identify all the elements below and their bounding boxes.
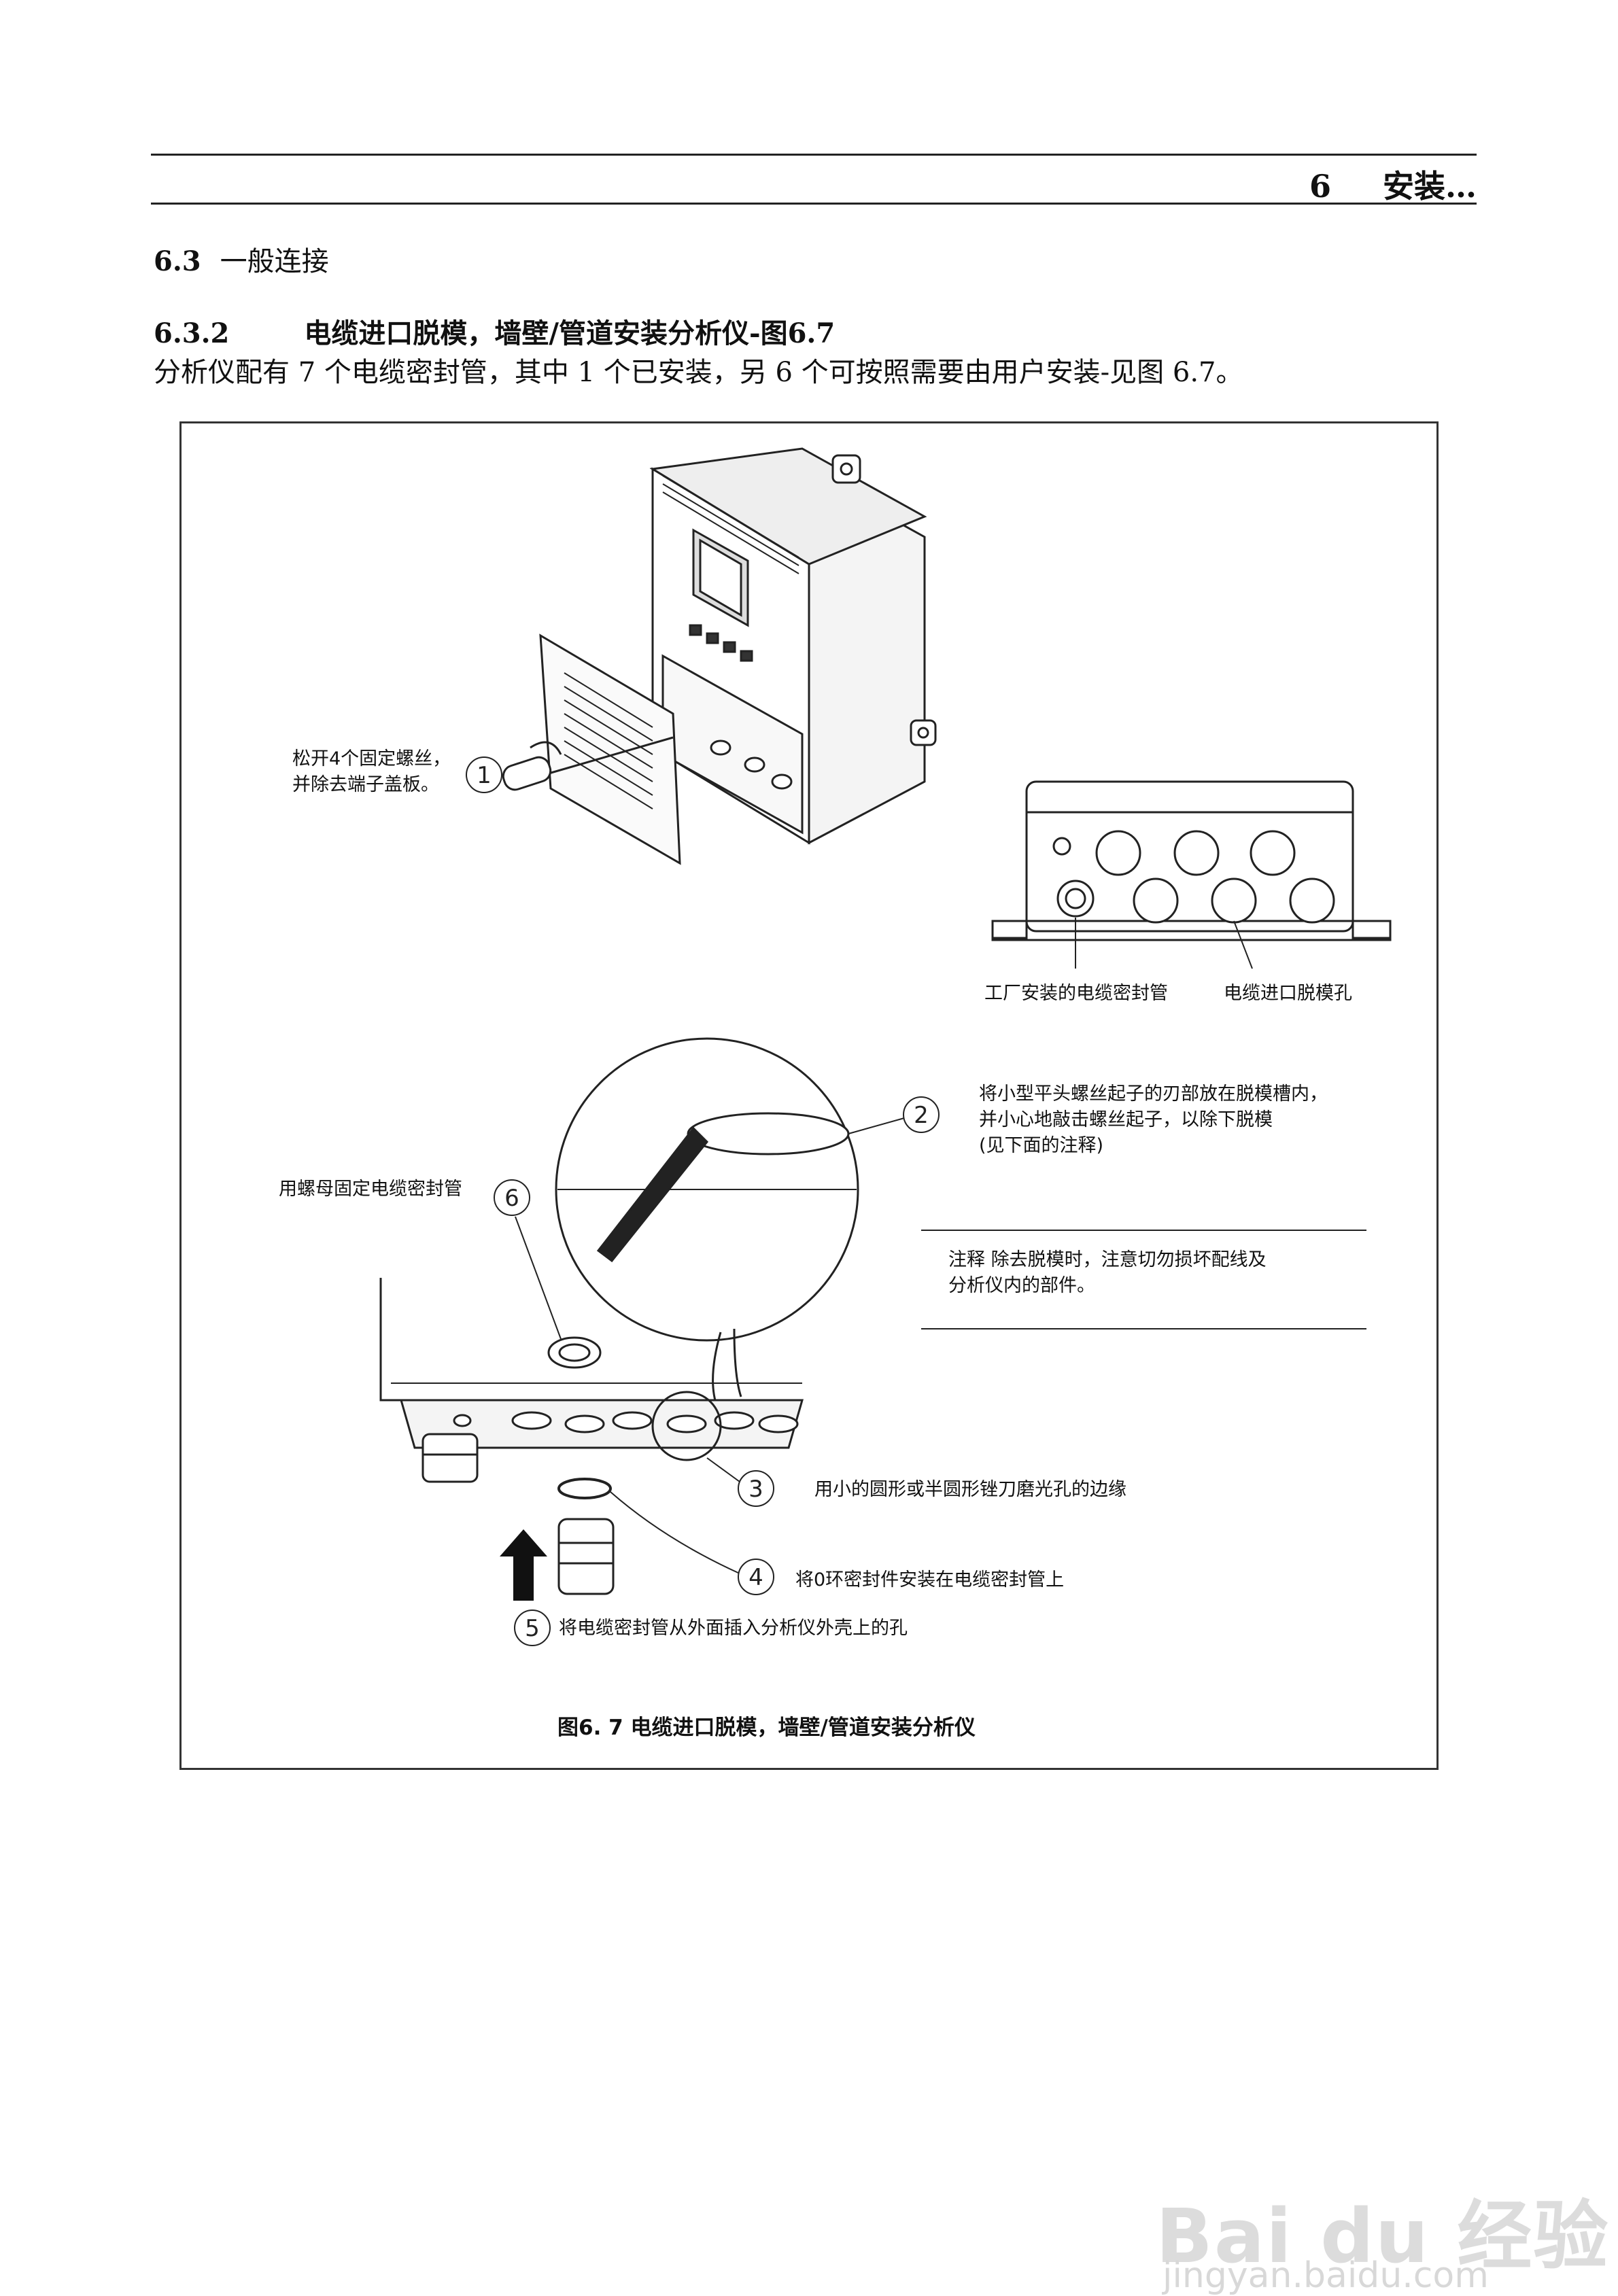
callout-3: 3: [748, 1476, 763, 1503]
section-title: 一般连接: [220, 246, 329, 277]
analyzer-housing: [649, 447, 937, 845]
insert-arrow-icon: [500, 1529, 547, 1601]
terminal-cover: [539, 633, 681, 865]
callout-6: 6: [504, 1185, 519, 1212]
header-bottom-rule: [151, 203, 1477, 205]
intro-paragraph: 分析仪配有 7 个电缆密封管，其中 1 个已安装，另 6 个可按照需要由用户安装…: [154, 357, 1243, 388]
chapter-number: 6: [1309, 168, 1331, 205]
chapter-title: 安装…: [1383, 168, 1477, 205]
step2-text-line2: 并小心地敲击螺丝起子，以除下脱模: [979, 1109, 1273, 1130]
magnifier-detail: [555, 1037, 859, 1408]
step1-text-line1: 松开4个固定螺丝，: [292, 748, 451, 769]
step2-text-line3: (见下面的注释): [979, 1135, 1103, 1156]
housing-edge-detail: [379, 1278, 804, 1595]
knockout-label: 电缆进口脱模孔: [1224, 983, 1352, 1004]
screwdriver-icon: [502, 736, 674, 791]
housing-bottom-view: [991, 780, 1392, 969]
section-number: 6.3: [154, 245, 201, 277]
step2-text-line1: 将小型平头螺丝起子的刃部放在脱模槽内，: [979, 1083, 1328, 1104]
subsection-number: 6.3.2: [154, 317, 230, 349]
step6-text: 用螺母固定电缆密封管: [279, 1179, 462, 1200]
watermark-brand: Bai du 经验: [1156, 2193, 1610, 2280]
chapter-header: 6 安装…: [1309, 162, 1477, 207]
note-text-line1: 注释 除去脱模时，注意切勿损坏配线及: [948, 1249, 1267, 1270]
subsection-title: 电缆进口脱模，墙壁/管道安装分析仪-图6.7: [304, 317, 836, 349]
header-top-rule: [151, 154, 1477, 156]
callout-5: 5: [525, 1615, 540, 1642]
callout-1: 1: [477, 762, 492, 789]
step3-text: 用小的圆形或半圆形锉刀磨光孔的边缘: [814, 1479, 1126, 1500]
step1-text-line2: 并除去端子盖板。: [292, 774, 439, 795]
step4-text: 将0环密封件安装在电缆密封管上: [795, 1569, 1064, 1590]
callout-2: 2: [914, 1102, 929, 1129]
note-text-line2: 分析仪内的部件。: [948, 1275, 1095, 1296]
step5-text: 将电缆密封管从外面插入分析仪外壳上的孔: [559, 1618, 908, 1639]
watermark: Bai du 经验 jingyan.baidu.com: [1156, 2175, 1610, 2296]
figure-caption: 图6. 7 电缆进口脱模，墙壁/管道安装分析仪: [557, 1716, 976, 1740]
section-heading: 6.3 一般连接: [154, 239, 329, 279]
subsection-heading: 6.3.2 电缆进口脱模，墙壁/管道安装分析仪-图6.7: [154, 311, 835, 351]
callout-4: 4: [748, 1564, 763, 1591]
figure-frame: [179, 421, 1439, 1770]
factory-gland-label: 工厂安装的电缆密封管: [984, 983, 1168, 1004]
watermark-site: jingyan.baidu.com: [1163, 2255, 1489, 2296]
